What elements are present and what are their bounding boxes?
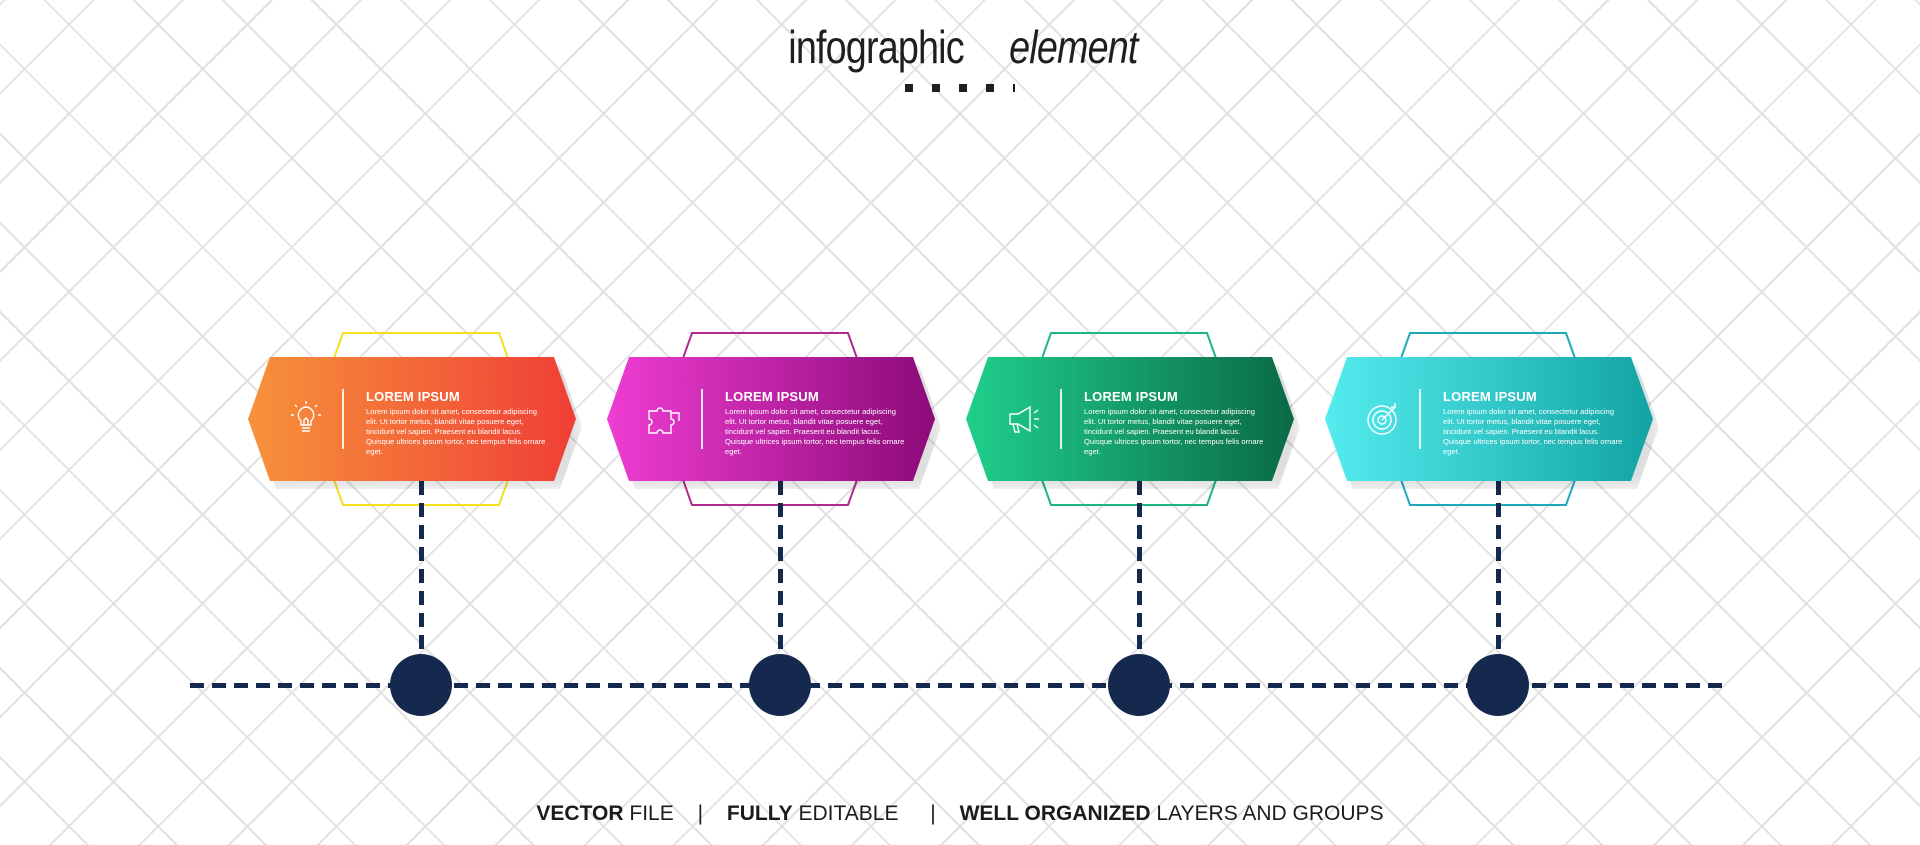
step-4-heading: LOREM IPSUM	[1443, 389, 1537, 404]
step-3-connector	[1137, 481, 1142, 654]
step-2-connector	[778, 481, 783, 654]
step-1-card: LOREM IPSUM Lorem ipsum dolor sit amet, …	[248, 357, 576, 481]
step-2-body: Lorem ipsum dolor sit amet, consectetur …	[725, 407, 905, 456]
footer-separator-2: |	[930, 802, 936, 825]
step-3-timeline-dot	[1108, 654, 1170, 716]
step-3-divider	[1060, 389, 1062, 449]
footer-part1-bold: VECTOR	[536, 802, 624, 825]
footer-part3-rest: LAYERS AND GROUPS	[1150, 802, 1384, 825]
lightbulb-icon	[286, 399, 326, 439]
step-1-divider	[342, 389, 344, 449]
step-4-card: LOREM IPSUM Lorem ipsum dolor sit amet, …	[1325, 357, 1653, 481]
step-2-timeline-dot	[749, 654, 811, 716]
step-4-divider	[1419, 389, 1421, 449]
step-1-connector	[419, 481, 424, 654]
footer-caption: VECTOR FILE | FULLY EDITABLE | WELL ORGA…	[0, 802, 1920, 826]
step-1-timeline-dot	[390, 654, 452, 716]
footer-part3-bold: WELL ORGANIZED	[959, 802, 1151, 825]
step-4-body: Lorem ipsum dolor sit amet, consectetur …	[1443, 407, 1623, 456]
step-4-connector	[1496, 481, 1501, 654]
step-3-body: Lorem ipsum dolor sit amet, consectetur …	[1084, 407, 1264, 456]
step-2-divider	[701, 389, 703, 449]
megaphone-icon	[1004, 399, 1044, 439]
title-bold: infographic	[788, 21, 964, 73]
footer-separator-1: |	[697, 802, 704, 825]
step-3-card: LOREM IPSUM Lorem ipsum dolor sit amet, …	[966, 357, 1294, 481]
page-title: infographic element	[0, 20, 1920, 74]
footer-part2-rest: EDITABLE	[792, 802, 899, 825]
step-1-heading: LOREM IPSUM	[366, 389, 460, 404]
footer-part2-bold: FULLY	[726, 802, 793, 825]
title-dots-decoration	[905, 84, 1015, 92]
step-2-heading: LOREM IPSUM	[725, 389, 819, 404]
step-1-body: Lorem ipsum dolor sit amet, consectetur …	[366, 407, 546, 456]
step-4-timeline-dot	[1467, 654, 1529, 716]
title-italic: element	[1008, 21, 1138, 73]
puzzle-icon	[645, 399, 685, 439]
step-3-heading: LOREM IPSUM	[1084, 389, 1178, 404]
footer-part1-rest: FILE	[623, 802, 674, 825]
timeline-dashed-line	[190, 683, 1730, 688]
step-2-card: LOREM IPSUM Lorem ipsum dolor sit amet, …	[607, 357, 935, 481]
target-icon	[1363, 399, 1403, 439]
